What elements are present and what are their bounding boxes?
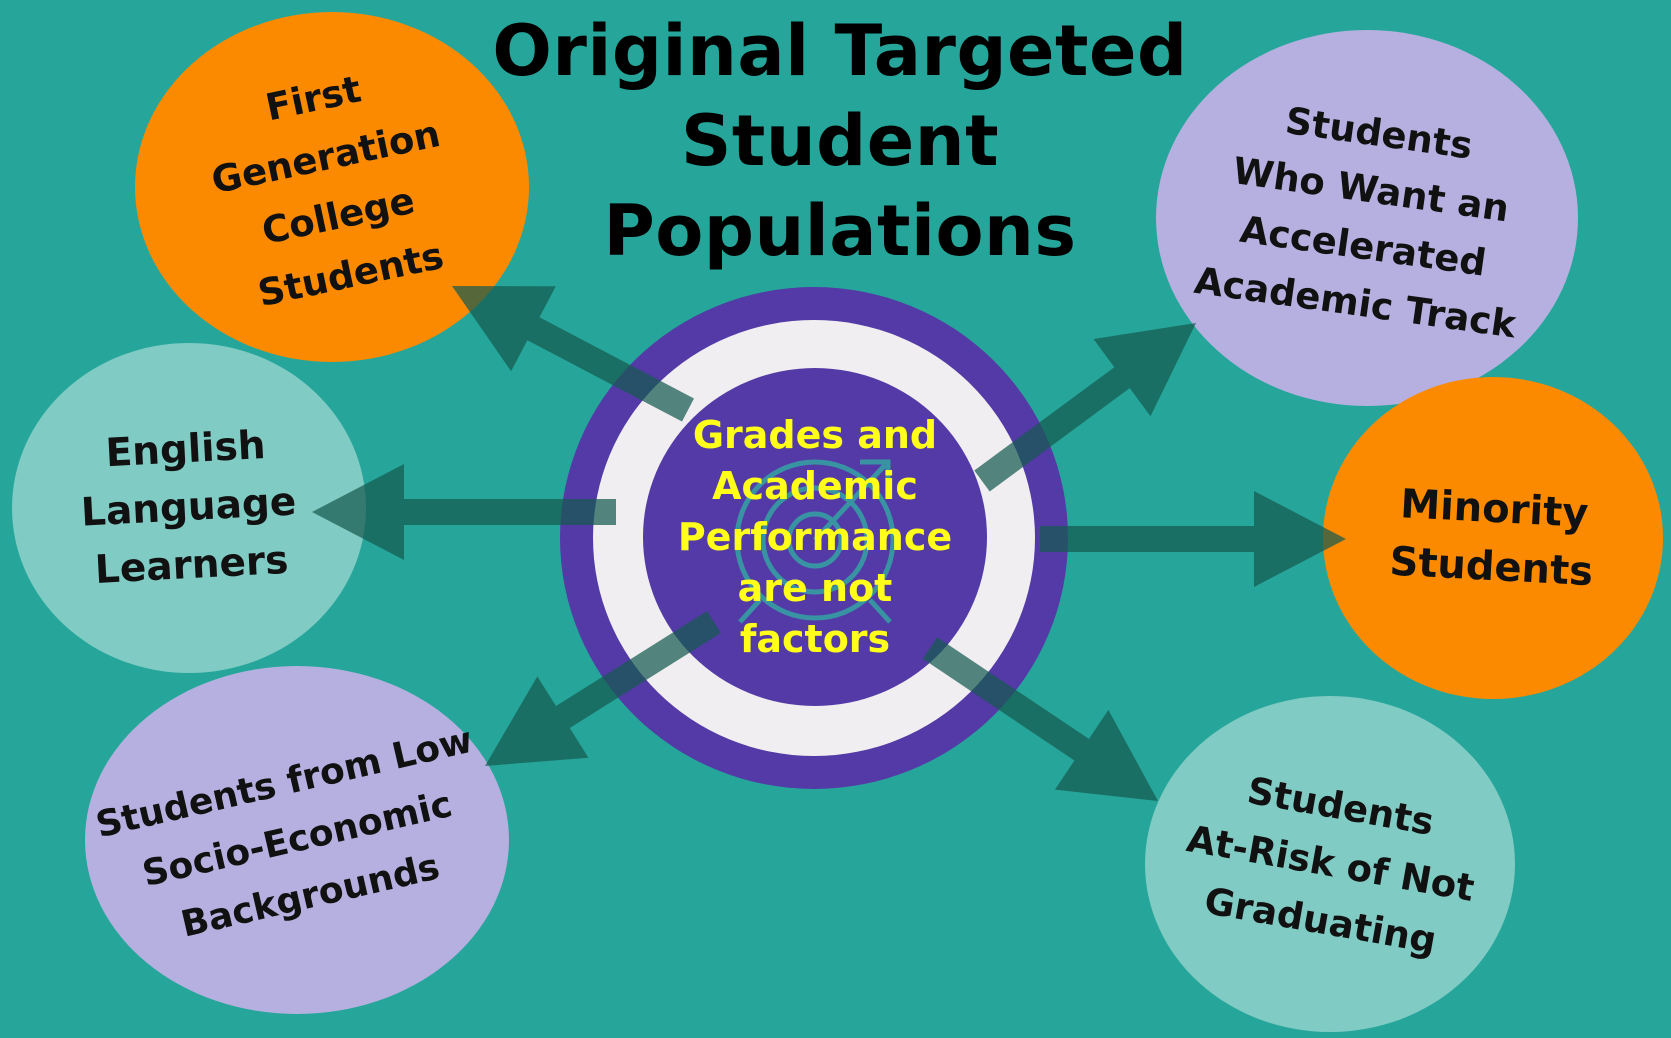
title-line: Populations [603, 190, 1077, 272]
arrow-to-at-risk [922, 637, 1158, 801]
arrow-to-minority-students [1040, 491, 1346, 587]
center-line: factors [739, 616, 891, 661]
center-line: Academic [712, 463, 918, 508]
bubble-minority-students: Minority Students [1323, 377, 1663, 699]
target-arrow-icon [734, 459, 896, 624]
center-statement: Grades and Academic Performance are not … [643, 368, 987, 706]
title-line: Original Targeted [492, 10, 1188, 92]
arrow-to-accelerated-track [974, 323, 1196, 492]
bubble-at-risk: Students At-Risk of Not Graduating [1145, 696, 1515, 1032]
arrow-to-low-socioeconomic [485, 611, 721, 766]
diagram-title: Original Targeted Student Populations [440, 6, 1240, 276]
arrow-to-first-generation [452, 286, 694, 422]
center-line: Grades and [692, 412, 938, 457]
bubble-accelerated-track: Students Who Want an Accelerated Academi… [1156, 30, 1578, 406]
center-line: Performance [677, 514, 953, 559]
bubble-first-generation: First Generation College Students [135, 12, 529, 362]
bubble-low-socioeconomic: Students from Low Socio-Economic Backgro… [85, 666, 509, 1014]
arrow-to-english-learners [312, 464, 616, 560]
bubble-english-learners: English Language Learners [12, 343, 366, 673]
center-line: are not [737, 565, 893, 610]
title-line: Student [680, 100, 1000, 182]
